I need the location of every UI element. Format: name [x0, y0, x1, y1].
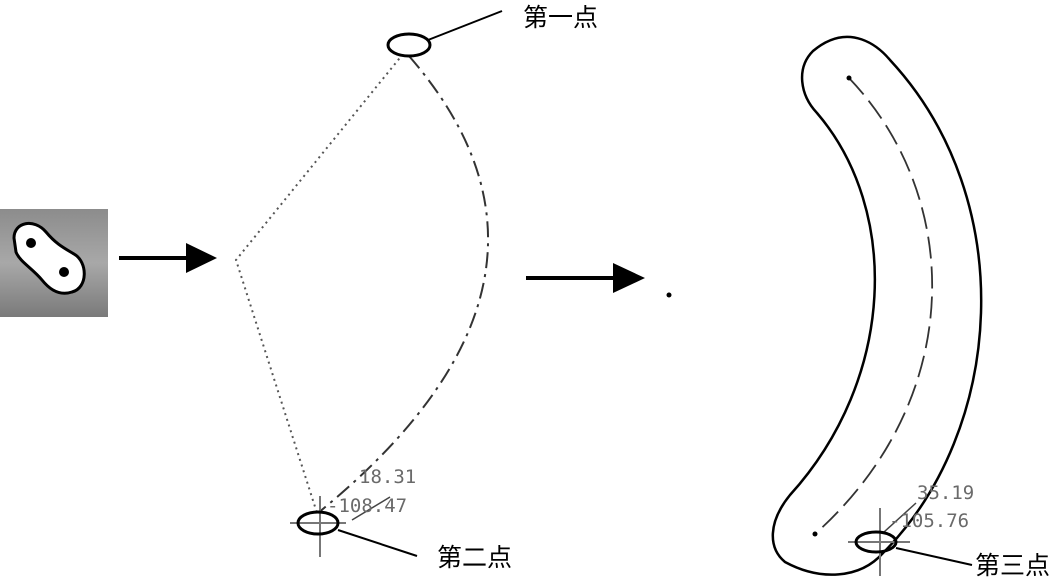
- step2-coord-x: 18.31: [359, 466, 416, 488]
- second-point-leader: [337, 529, 418, 557]
- slot-centerline: [814, 77, 934, 535]
- centerline-start-point: [846, 75, 852, 81]
- third-point-leader: [895, 547, 973, 566]
- first-point-marker[interactable]: [386, 32, 432, 58]
- step3-coord-y: -105.76: [889, 510, 969, 532]
- icon-point-2: [59, 267, 69, 277]
- arrow-right-icon: [119, 243, 217, 273]
- step2-construction: 第一点 第二点 18.31 -108.47: [234, 3, 598, 572]
- construction-dotted-line: [234, 53, 404, 514]
- step3-slot-result: 第三点 35.19 -105.76: [771, 35, 1050, 580]
- second-point-marker[interactable]: [290, 496, 346, 557]
- slot-outline[interactable]: [771, 35, 983, 576]
- step2-coord-y: -108.47: [327, 495, 407, 517]
- step3-coord-x: 35.19: [917, 482, 974, 504]
- first-point-label: 第一点: [523, 3, 598, 32]
- leader-line: [883, 502, 917, 533]
- third-point-marker[interactable]: [848, 508, 910, 576]
- icon-point-1: [26, 238, 36, 248]
- slot-tool-icon[interactable]: [0, 209, 108, 317]
- second-point-label: 第二点: [437, 543, 512, 572]
- leader-line: [351, 496, 391, 521]
- centerline-end-point: [812, 531, 818, 537]
- first-point-leader: [427, 10, 503, 41]
- arrow-right-icon: [526, 263, 645, 293]
- dot-mark: [666, 292, 672, 298]
- arc-preview-dashdot: [317, 55, 490, 514]
- third-point-label: 第三点: [975, 551, 1050, 580]
